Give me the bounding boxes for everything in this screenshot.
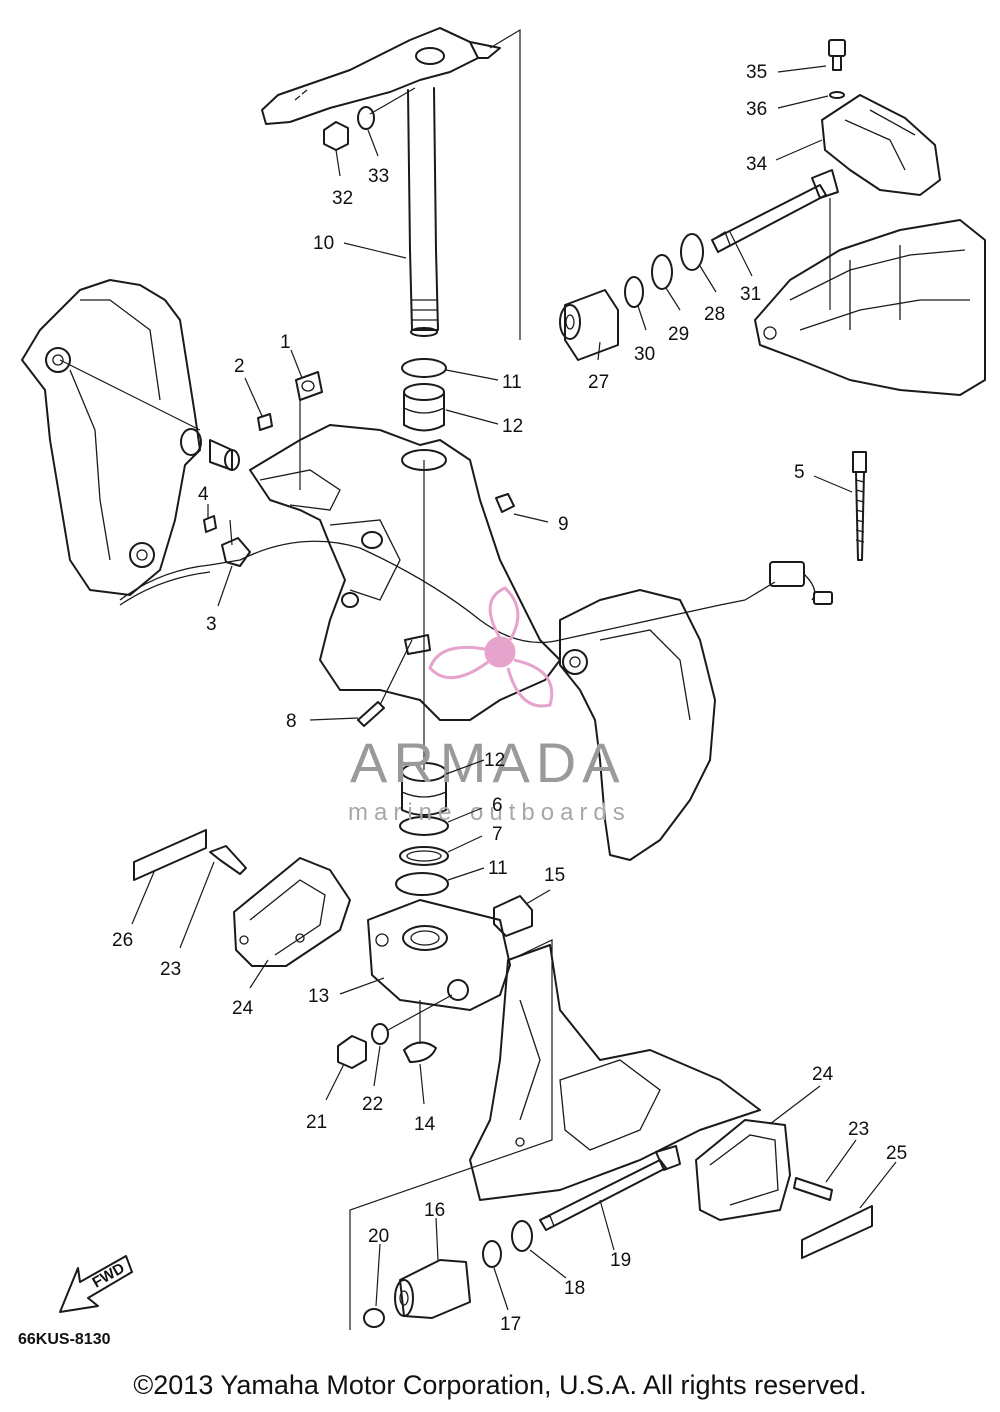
propeller-icon [428,586,554,708]
label-26 [133,829,207,881]
upper-casing [754,219,986,396]
washer-20 [363,1308,385,1328]
callout-13: 13 [308,986,329,1007]
bolt-8 [357,701,385,727]
callout-35: 35 [746,62,767,83]
washer-7 [399,846,449,866]
damper [493,895,533,937]
callout-24-right: 24 [812,1064,834,1085]
callout-6: 6 [492,795,503,816]
mount-cover-left [233,857,351,967]
callout-17: 17 [500,1314,521,1335]
washer-18 [511,1220,533,1252]
callout-34: 34 [746,154,768,175]
callout-21: 21 [306,1112,327,1133]
swivel-bracket [249,424,561,721]
steering-arm [261,27,501,125]
callout-24-left: 24 [232,998,254,1019]
watermark-subtitle: marine outboards [348,799,631,826]
label-25 [801,1205,873,1259]
callout-8: 8 [286,711,297,732]
callout-27: 27 [588,372,609,393]
callout-12-upper: 12 [502,416,523,437]
washer-upper [401,358,447,378]
callout-labels: 35 36 34 32 33 10 31 28 29 30 27 1 2 11 … [112,62,907,1335]
wire-harness [119,540,833,644]
callout-23-right: 23 [848,1119,869,1140]
callout-26: 26 [112,930,133,951]
callout-15: 15 [544,865,565,886]
callout-5: 5 [794,462,805,483]
washer-22 [371,1023,389,1045]
callout-19: 19 [610,1250,631,1271]
washer-left [180,428,202,456]
callout-2: 2 [234,356,245,377]
callout-32: 32 [332,188,353,209]
callout-9: 9 [558,514,569,535]
fwd-arrow: FWD [59,1255,133,1313]
bolt-23-right [793,1177,833,1201]
callout-11-lower: 11 [488,858,508,879]
callout-1: 1 [280,332,291,353]
bushing-upper [403,383,445,432]
callout-14: 14 [414,1114,436,1135]
washer-6 [399,816,449,836]
washer-17 [482,1240,502,1268]
callout-23-left: 23 [160,959,181,980]
callout-33: 33 [368,166,389,187]
clamp-bracket-right [559,589,716,861]
lower-mount-16 [394,1259,471,1319]
mount-cover-right [695,1119,791,1221]
steering-shaft [407,87,439,337]
grease-nipple [495,493,515,513]
bolt-23-left [209,845,247,875]
callout-16: 16 [424,1200,445,1221]
callout-28: 28 [704,304,725,325]
mount-bolt-19 [539,1159,667,1231]
callout-11-upper: 11 [502,372,522,393]
lower-casing [469,944,761,1201]
nut-21 [337,1035,367,1069]
watermark-word: ARMADA [350,731,626,794]
watermark-logo: ARMADA marine outboards [348,586,631,826]
callout-29: 29 [668,324,689,345]
clip-and-screws [203,371,323,567]
callout-4: 4 [198,484,209,505]
clamp-bracket-left [21,279,201,596]
callout-31: 31 [740,284,761,305]
callout-36: 36 [746,99,767,120]
callout-30: 30 [634,344,655,365]
callout-10: 10 [313,233,334,254]
clip-14 [403,1041,437,1063]
callout-20: 20 [368,1226,389,1247]
callout-7: 7 [492,824,503,845]
steering-bracket-drawing [21,27,986,1330]
lower-mount-bracket [367,899,511,1011]
upper-mount-assembly [559,39,941,361]
callout-25: 25 [886,1143,907,1164]
copyright-notice: ©2013 Yamaha Motor Corporation, U.S.A. A… [133,1370,867,1400]
bushing-left [209,439,233,471]
nut-32 [323,121,349,151]
washer-33 [357,106,375,130]
drawing-code: 66KUS-8130 [18,1331,111,1348]
callout-3: 3 [206,614,217,635]
callout-12-lower: 12 [484,750,505,771]
washer-11-lower [395,872,449,896]
callout-18: 18 [564,1278,585,1299]
cable-tie [852,451,867,561]
callout-22: 22 [362,1094,383,1115]
